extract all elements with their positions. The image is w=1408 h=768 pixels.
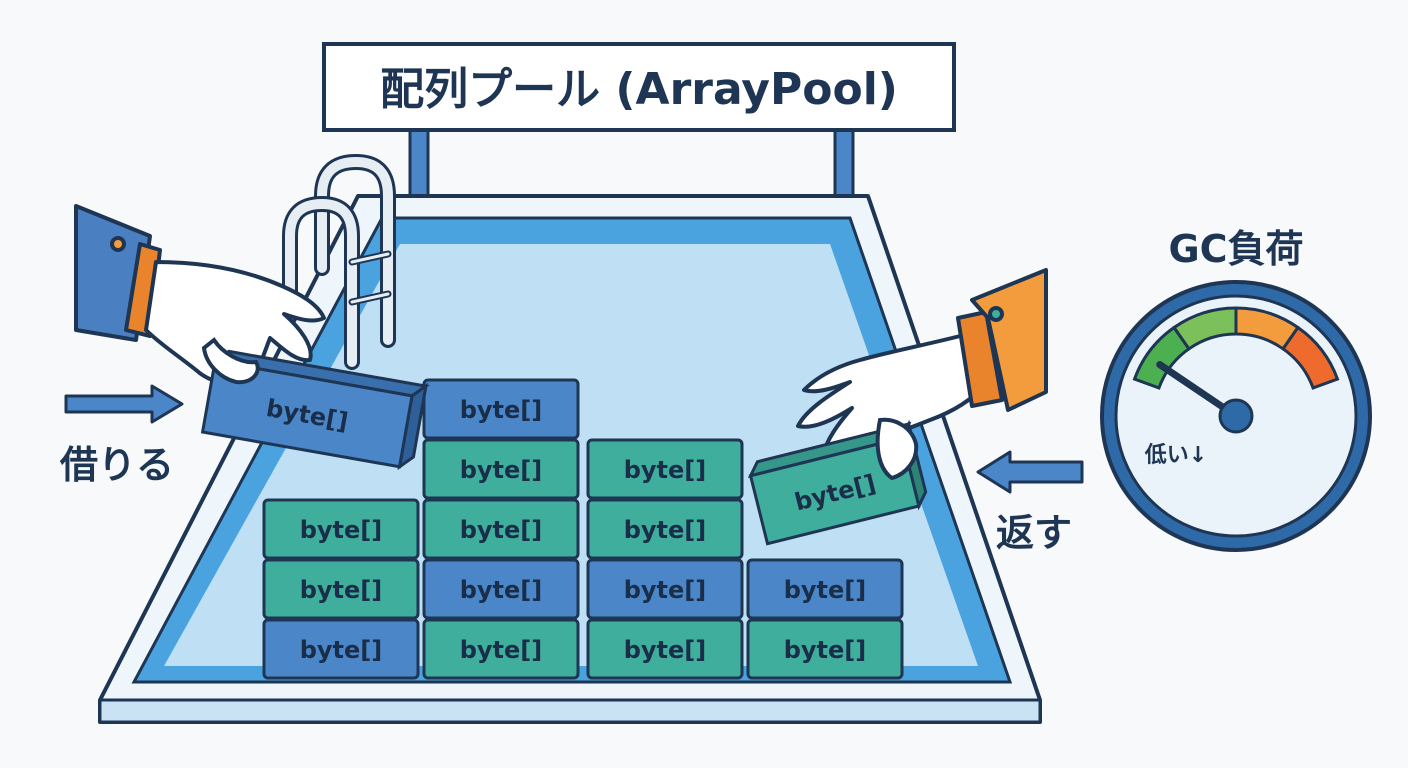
byte-array-block: byte[]: [586, 618, 744, 680]
byte-array-block: byte[]: [422, 438, 580, 500]
left-hand: [144, 260, 326, 385]
gauge-hub: [1218, 398, 1254, 434]
byte-array-block: byte[]: [746, 558, 904, 620]
byte-array-block-label: byte[]: [460, 396, 543, 424]
byte-array-block: byte[]: [422, 618, 580, 680]
right-hand-returning: [796, 268, 1048, 460]
byte-array-block-label: byte[]: [784, 576, 867, 604]
return-label: 返す: [996, 511, 1072, 555]
byte-array-block-label: byte[]: [784, 636, 867, 664]
sign-post-left: [408, 126, 430, 202]
right-cuff-button: [988, 306, 1004, 322]
byte-array-block-label: byte[]: [624, 636, 707, 664]
left-thumb: [201, 337, 260, 385]
return-arrow-icon: [976, 450, 1084, 494]
byte-array-stack: byte[] byte[] byte[] byte[] byte[] byte[] byte…: [262, 378, 904, 680]
sign-post-right: [833, 126, 855, 202]
byte-array-block-label: byte[]: [460, 516, 543, 544]
held-block-left: byte[]: [200, 349, 430, 471]
byte-array-block-label: byte[]: [624, 576, 707, 604]
byte-array-block: byte[]: [422, 558, 580, 620]
byte-array-block: byte[]: [586, 438, 744, 500]
sign-title: 配列プール (ArrayPool): [380, 64, 898, 115]
left-hand-borrowing: [74, 204, 326, 385]
pool-rim-front: [98, 698, 1042, 724]
right-cuff: [956, 310, 1004, 408]
gauge-title: GC負荷: [1168, 227, 1303, 271]
byte-array-block: byte[]: [262, 618, 420, 680]
held-block-right: byte[]: [747, 419, 928, 546]
byte-array-block-label: byte[]: [460, 636, 543, 664]
gauge-scale: [1132, 306, 1340, 390]
right-sleeve: [970, 268, 1048, 412]
byte-array-block-label: byte[]: [300, 576, 383, 604]
byte-array-block: byte[]: [746, 618, 904, 680]
byte-array-block-label: byte[]: [300, 636, 383, 664]
right-hand: [796, 332, 988, 460]
gauge-reading: 低い↓: [1144, 443, 1207, 468]
byte-array-block-label: byte[]: [300, 516, 383, 544]
byte-array-block: byte[]: [422, 498, 580, 560]
byte-array-block-label: byte[]: [624, 516, 707, 544]
byte-array-block: byte[]: [422, 378, 580, 440]
left-cuff-button: [110, 236, 126, 252]
byte-array-block-label: byte[]: [460, 576, 543, 604]
right-fingers: [875, 417, 919, 481]
sign-board: [322, 42, 956, 132]
borrow-arrow-icon: [64, 384, 184, 424]
byte-array-block-label: byte[]: [460, 456, 543, 484]
pool-ladder: [282, 153, 396, 370]
byte-array-block: byte[]: [586, 498, 744, 560]
byte-array-block: byte[]: [262, 558, 420, 620]
gauge-segment: [1280, 325, 1340, 390]
byte-array-block-label: byte[]: [624, 456, 707, 484]
gc-load-gauge: 低い↓: [1100, 280, 1372, 552]
byte-array-block: byte[]: [262, 498, 420, 560]
borrow-label: 借りる: [59, 443, 174, 487]
byte-array-block: byte[]: [586, 558, 744, 620]
